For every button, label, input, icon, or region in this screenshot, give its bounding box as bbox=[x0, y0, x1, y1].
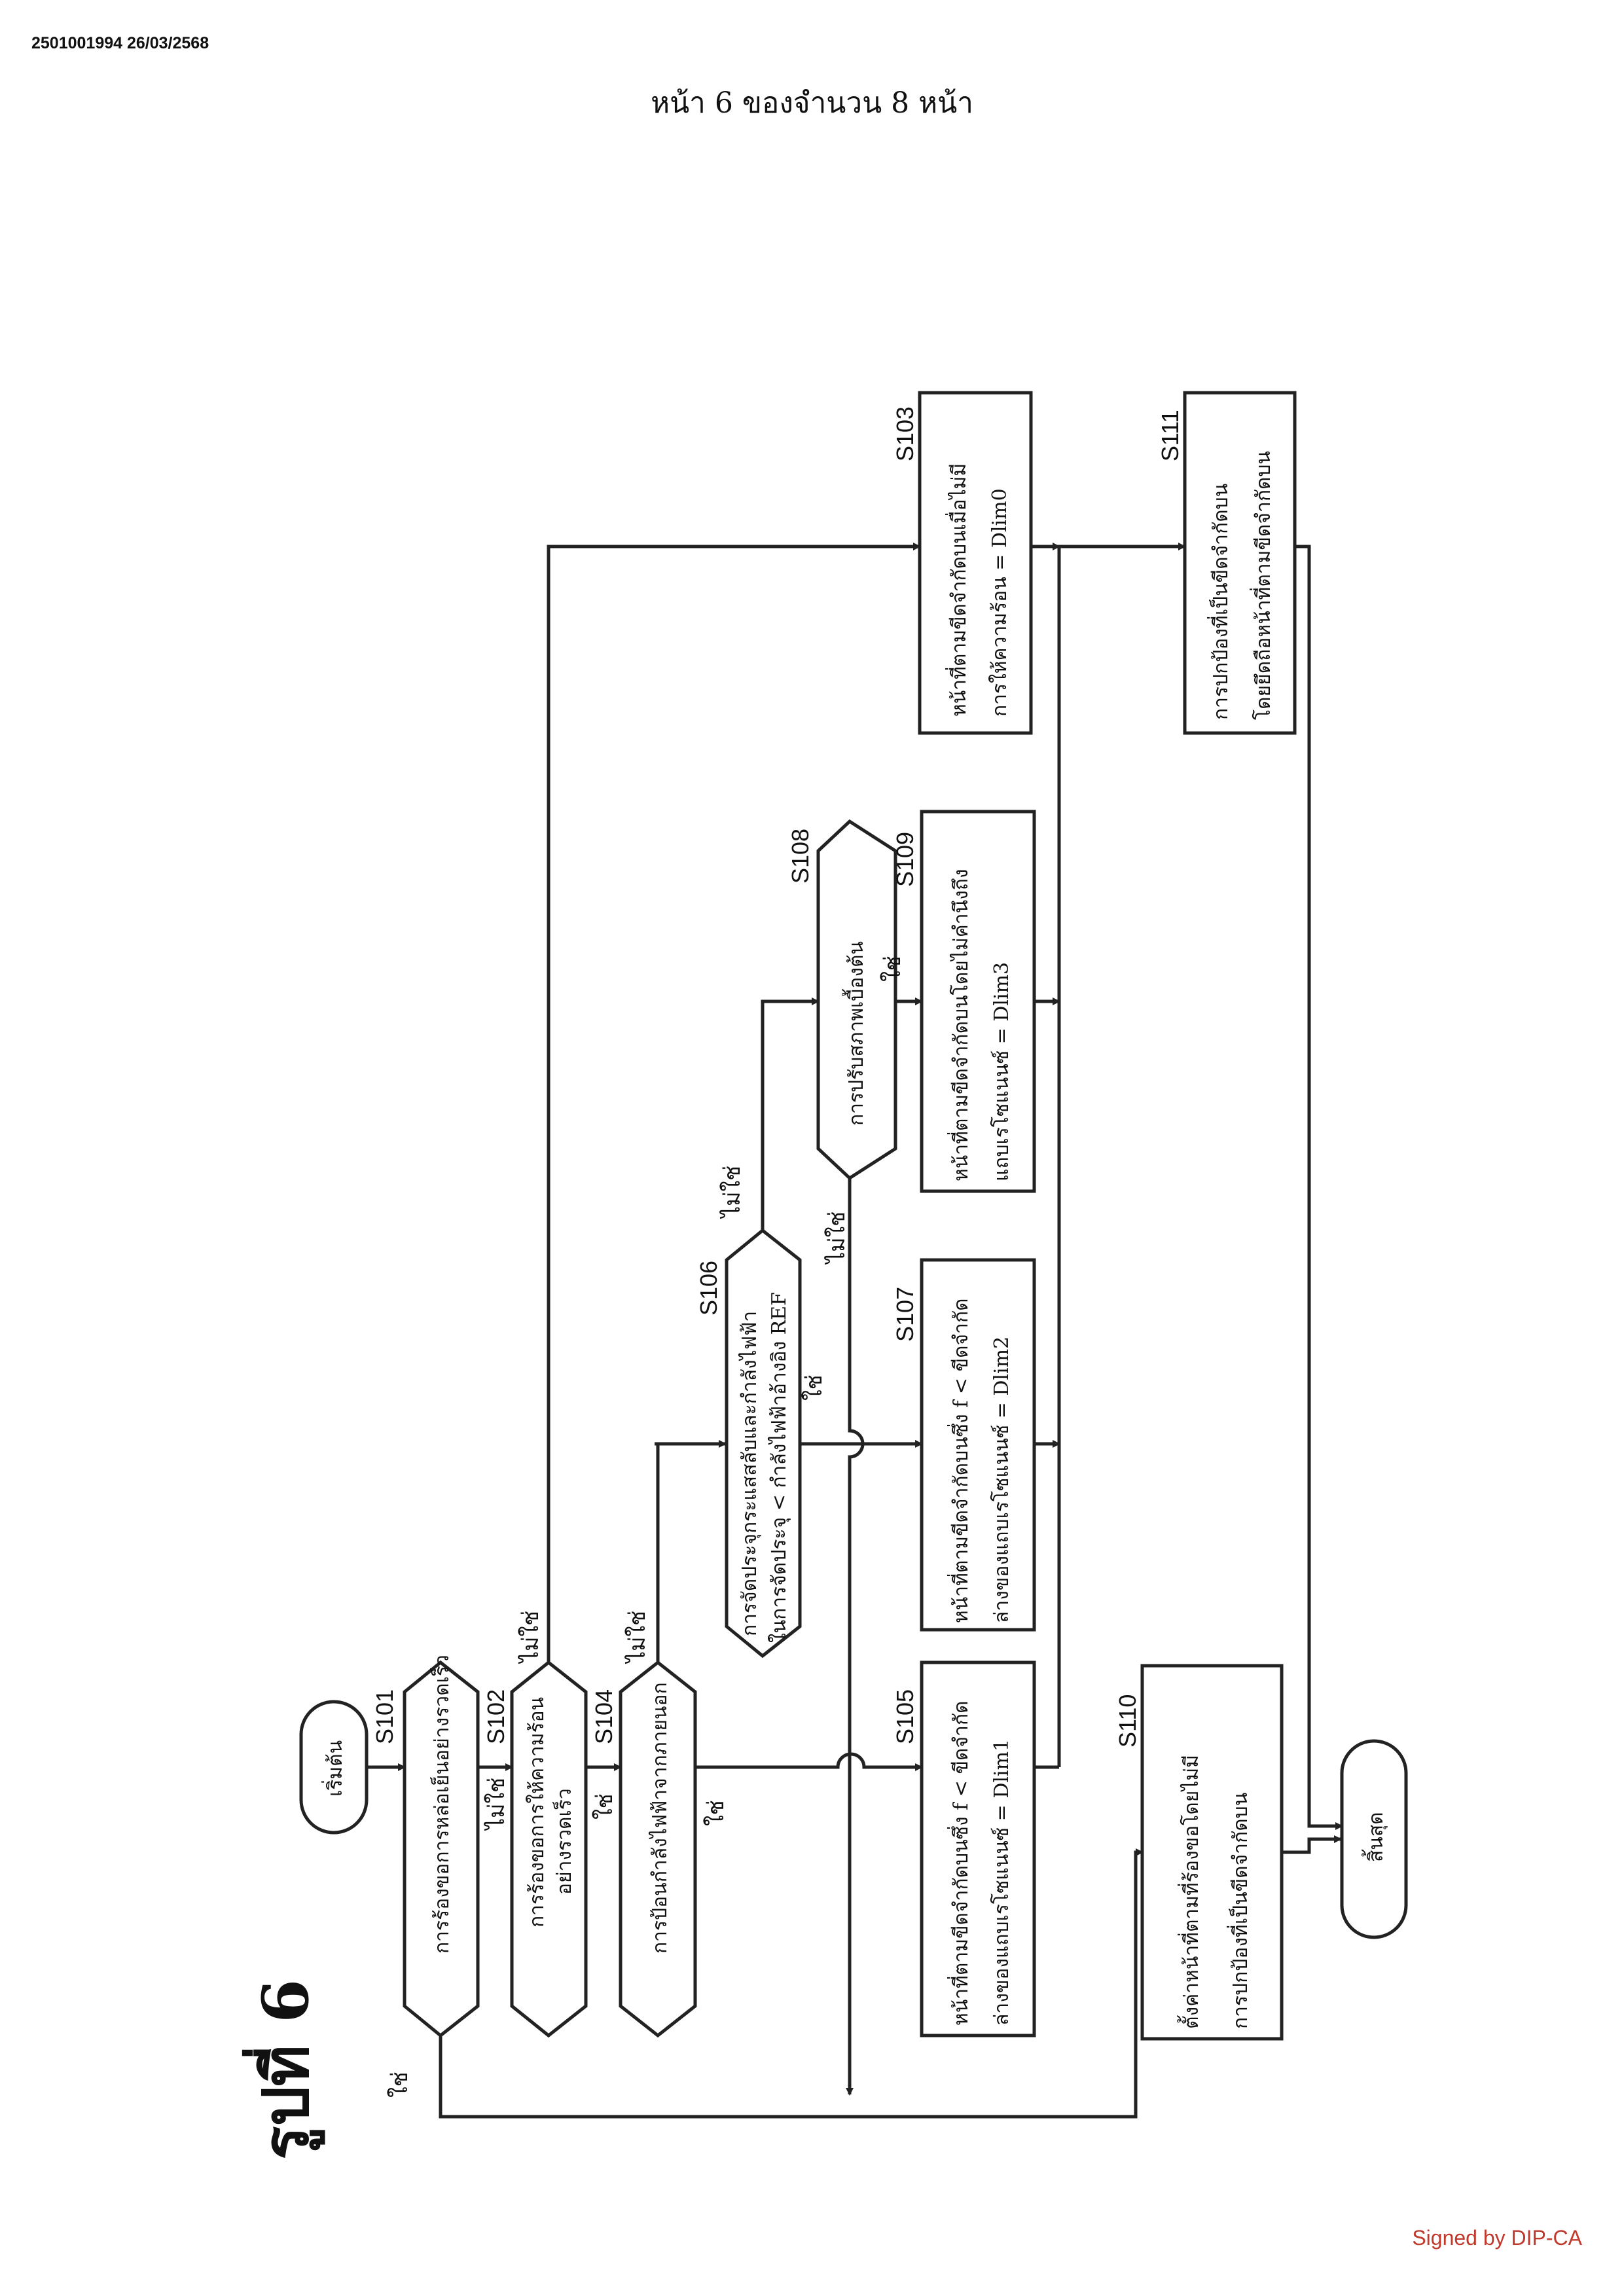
start-label: เริ่มต้น bbox=[321, 1740, 347, 1797]
s103-text-line1: หน้าที่ตามขีดจำกัดบนเมื่อไม่มี bbox=[945, 463, 971, 717]
digital-signature-note: Signed by DIP-CA bbox=[1412, 2226, 1582, 2250]
decision-s108 bbox=[816, 819, 897, 1181]
s109-text-line2: แถบเรโซแนนซ์ = Dlim3 bbox=[990, 962, 1013, 1181]
s109-id: S109 bbox=[892, 832, 918, 887]
s104-id: S104 bbox=[590, 1689, 617, 1744]
s106-text-line2: ในการจัดประจุ < กำลังไฟฟ้าอ้างอิง REF bbox=[767, 1292, 791, 1643]
process-s103 bbox=[918, 391, 1033, 735]
s105-text-line2: ล่างของแถบเรโซแนนซ์ = Dlim1 bbox=[990, 1739, 1013, 2026]
s106-text-line1: การจัดประจุกระแสสลับและกำลังไฟฟ้า bbox=[738, 1311, 762, 1636]
process-s110 bbox=[1140, 1664, 1284, 2041]
yes-label-s101: ใช่ bbox=[387, 2072, 413, 2098]
page-number-header: หน้า 6 ของจำนวน 8 หน้า bbox=[651, 86, 973, 120]
s106-id: S106 bbox=[695, 1261, 722, 1316]
no-label-s104: ไม่ใช่ bbox=[624, 1611, 651, 1664]
s102-id: S102 bbox=[482, 1689, 509, 1744]
process-s111 bbox=[1183, 391, 1297, 735]
s111-text-line2: โดยยึดถือหน้าที่ตามขีดจำกัดบน bbox=[1250, 451, 1275, 720]
document-id: 2501001994 26/03/2568 bbox=[31, 34, 209, 52]
s102-text-line2: อย่างรวดเร็ว bbox=[552, 1788, 576, 1895]
decision-s106 bbox=[725, 1228, 802, 1659]
no-label-s102: ไม่ใช่ bbox=[518, 1611, 544, 1664]
no-label-s106: ไม่ใช่ bbox=[719, 1166, 746, 1219]
s111-id: S111 bbox=[1157, 410, 1183, 461]
yes-label-s102: ใช่ bbox=[592, 1793, 618, 1820]
s102-text-line1: การร้องขอการให้ความร้อน bbox=[526, 1697, 549, 1928]
process-s107 bbox=[920, 1258, 1036, 1632]
yes-label-s108: ใช่ bbox=[880, 956, 906, 982]
decision-s104 bbox=[619, 1660, 697, 2038]
decision-s101 bbox=[403, 1660, 480, 2038]
s107-text-line1: หน้าที่ตามขีดจำกัดบนซึ่ง f < ขีดจำกัด bbox=[947, 1298, 973, 1623]
s105-text-line1: หน้าที่ตามขีดจำกัดบนซึ่ง f < ขีดจำกัด bbox=[947, 1700, 973, 2026]
s103-id: S103 bbox=[892, 406, 918, 461]
s101-text: การร้องขอการหล่อเย็นอย่างรวดเร็ว bbox=[429, 1655, 454, 1954]
s108-text: การปรับสภาพเบื้องต้น bbox=[842, 941, 868, 1126]
s110-text-line2: การปกป้องที่เป็นขีดจำกัดบน bbox=[1227, 1793, 1252, 2029]
figure-title: รูปที่ 6 bbox=[242, 1979, 325, 2160]
s103-text-line2: การให้ความร้อน = Dlim0 bbox=[988, 488, 1011, 717]
s110-text-line1: ตั้งค่าหน้าที่ตามที่ร้องขอโดยไม่มี bbox=[1177, 1755, 1203, 2029]
start-terminal bbox=[299, 1700, 369, 1835]
s105-id: S105 bbox=[892, 1689, 918, 1744]
end-terminal bbox=[1340, 1739, 1408, 1939]
end-label: สิ้นสุด bbox=[1362, 1812, 1388, 1862]
s110-id: S110 bbox=[1114, 1695, 1141, 1748]
process-s105 bbox=[920, 1660, 1036, 2037]
s107-id: S107 bbox=[892, 1287, 918, 1342]
decision-s102 bbox=[510, 1660, 588, 2038]
connector-lines bbox=[367, 543, 1343, 2119]
s108-id: S108 bbox=[787, 829, 814, 884]
s104-text: การป้อนกำลังไฟฟ้าจากภายนอก bbox=[648, 1682, 672, 1954]
s111-text-line1: การปกป้องที่เป็นขีดจำกัดบน bbox=[1207, 484, 1233, 720]
yes-label-s104: ใช่ bbox=[703, 1800, 729, 1826]
process-s109 bbox=[920, 810, 1036, 1193]
no-label-s101: ไม่ใช่ bbox=[484, 1778, 510, 1831]
s109-text-line1: หน้าที่ตามขีดจำกัดบนโดยไม่คำนึงถึง bbox=[947, 869, 973, 1181]
no-label-s108: ไม่ใช่ bbox=[824, 1211, 850, 1265]
s101-id: S101 bbox=[371, 1689, 398, 1744]
s107-text-line2: ล่างของแถบเรโซแนนซ์ = Dlim2 bbox=[990, 1336, 1013, 1623]
yes-label-s106: ใช่ bbox=[801, 1374, 827, 1401]
